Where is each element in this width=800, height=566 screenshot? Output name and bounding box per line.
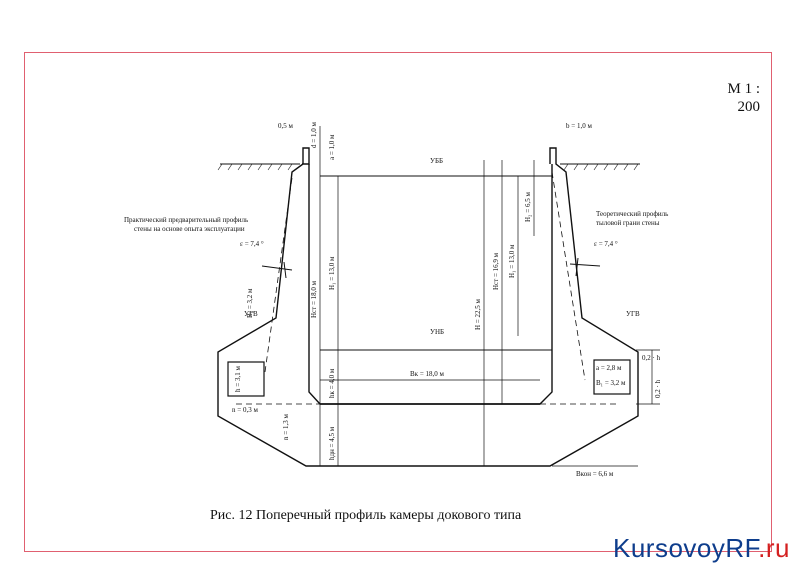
label-top-right-width: b = 1,0 м xyxy=(566,122,592,130)
dock-outline xyxy=(217,147,639,467)
label-hk: hк = 4,0 м xyxy=(328,368,336,398)
label-n-big: n = 1,3 м xyxy=(282,414,290,440)
label-hdn: hдн = 4,5 м xyxy=(328,426,336,460)
label-b1-left: B₁ = 3,2 м xyxy=(246,288,254,318)
label-top-left-width: 0,5 м xyxy=(278,122,294,130)
label-ubb: УББ xyxy=(430,157,443,165)
label-zero2-h-1: 0,2 · h xyxy=(642,354,661,362)
label-b-cons: Bкон = 6,6 м xyxy=(576,470,614,478)
label-a-top: a = 1,0 м xyxy=(328,134,336,160)
figure-caption: Рис. 12 Поперечный профиль камеры доково… xyxy=(210,508,522,523)
epsilon-arrow-left xyxy=(261,261,293,279)
note-left-line-1: Практический предварительный профиль xyxy=(124,216,248,224)
note-right-line-2: тыловой грани стены xyxy=(596,219,660,227)
note-right-line-1: Теоретический профиль xyxy=(596,210,668,218)
theoretical-profile-line xyxy=(551,171,586,381)
ground-hatch-right xyxy=(563,163,639,171)
label-eps-left: ε = 7,4 ° xyxy=(240,240,264,248)
scale-line-2: 200 xyxy=(737,99,761,115)
label-ugv-right: УГВ xyxy=(626,310,640,318)
label-h-gallery: h = 3,1 м xyxy=(234,366,242,392)
label-n-small: n = 0,3 м xyxy=(232,406,258,414)
practical-profile-line xyxy=(264,177,293,373)
label-h2-right: H₂ = 6,5 м xyxy=(524,192,532,222)
label-h1-right: H₁ = 13,0 м xyxy=(508,244,516,278)
watermark-accent: .ru xyxy=(758,533,790,563)
drawing-frame xyxy=(24,52,772,552)
scale-line-1: М 1 : xyxy=(727,81,760,97)
label-h-st-right: Hст = 16,9 м xyxy=(492,252,500,290)
epsilon-arrow-right xyxy=(569,257,601,277)
scale-label: М 1 : 200 xyxy=(727,80,760,116)
label-ugv-left: УГВ xyxy=(244,310,258,318)
label-unb: УНБ xyxy=(430,328,444,336)
gallery-left xyxy=(227,361,265,397)
label-h-total: H = 22,5 м xyxy=(474,298,482,330)
label-a-gallery: a = 2,8 м xyxy=(596,364,622,372)
note-left-line-2: стены на основе опыта эксплуатации xyxy=(134,225,245,233)
ground-hatch-left xyxy=(217,163,293,171)
label-b-cam: Bк = 18,0 м xyxy=(410,370,445,378)
watermark-main: KursovoyRF xyxy=(613,533,759,563)
label-h1-left: H₁ = 13,0 м xyxy=(328,256,336,290)
label-b1-right: B₁ = 3,2 м xyxy=(596,379,626,387)
watermark-logo: KursovoyRF.ru xyxy=(613,533,790,564)
label-zero2-h-2: 0,2 · h xyxy=(654,379,662,398)
gallery-right xyxy=(593,359,631,395)
label-h-wall: Hст = 18,0 м xyxy=(310,280,318,318)
label-eps-right: ε = 7,4 ° xyxy=(594,240,618,248)
label-d-top: d = 1,0 м xyxy=(310,122,318,148)
chamber-inner xyxy=(308,164,553,405)
